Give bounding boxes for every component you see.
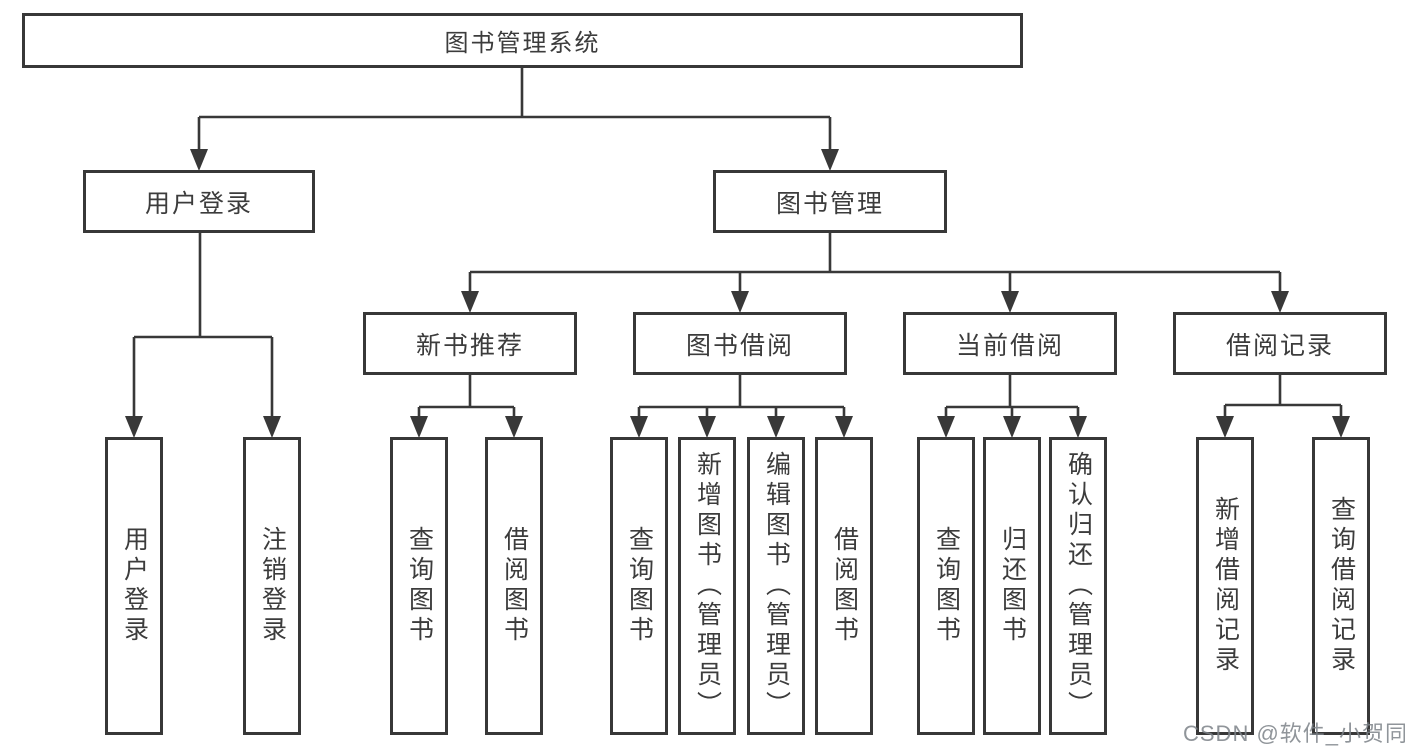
leaf-add-borrow-record: 新增借阅记录 — [1196, 437, 1254, 735]
node-book-management: 图书管理 — [713, 170, 947, 233]
leaf-confirm-return-admin: 确认归还（管理员） — [1049, 437, 1107, 735]
leaf-logout: 注销登录 — [243, 437, 301, 735]
leaf-borrow-books-borrowing: 借阅图书 — [815, 437, 873, 735]
csdn-watermark: CSDN @软件_小贺同学 — [1183, 721, 1405, 746]
node-library-management-system: 图书管理系统 — [22, 13, 1023, 68]
node-user-login: 用户登录 — [83, 170, 315, 233]
leaf-add-books-admin: 新增图书（管理员） — [678, 437, 736, 735]
node-new-book-recommend: 新书推荐 — [363, 312, 577, 375]
leaf-query-books-recommend: 查询图书 — [390, 437, 448, 735]
leaf-edit-books-admin: 编辑图书（管理员） — [747, 437, 805, 735]
node-book-borrowing: 图书借阅 — [633, 312, 847, 375]
leaf-query-books-borrowing: 查询图书 — [610, 437, 668, 735]
leaf-query-books-current: 查询图书 — [917, 437, 975, 735]
leaf-borrow-books-recommend: 借阅图书 — [485, 437, 543, 735]
node-current-borrowing: 当前借阅 — [903, 312, 1117, 375]
leaf-return-books: 归还图书 — [983, 437, 1041, 735]
leaf-query-borrow-record: 查询借阅记录 — [1312, 437, 1370, 735]
node-borrowing-records: 借阅记录 — [1173, 312, 1387, 375]
leaf-user-login: 用户登录 — [105, 437, 163, 735]
